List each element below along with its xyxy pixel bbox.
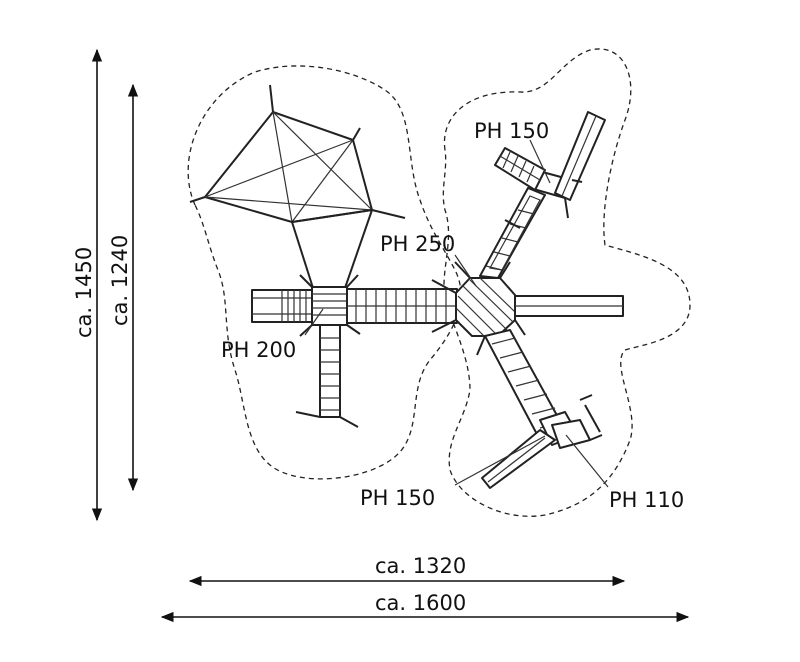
platform-ph150-bottom bbox=[481, 394, 603, 489]
safety-zone-right bbox=[442, 48, 691, 517]
label-ph150-bottom: PH 150 bbox=[360, 486, 435, 510]
platform-ph200 bbox=[251, 274, 361, 428]
safety-zone-left bbox=[187, 65, 462, 480]
label-ph250: PH 250 bbox=[380, 232, 455, 256]
dimension-outer-height: ca. 1450 bbox=[72, 247, 96, 338]
platform-ph150-top bbox=[494, 111, 606, 219]
dimension-inner-width: ca. 1320 bbox=[375, 554, 466, 578]
bridge-ph200-ph250 bbox=[346, 288, 458, 324]
label-pointers bbox=[304, 139, 609, 488]
dimension-outer-width: ca. 1600 bbox=[375, 591, 466, 615]
label-ph150-top: PH 150 bbox=[474, 119, 549, 143]
net-tower bbox=[189, 84, 406, 289]
platform-ph250 bbox=[431, 261, 526, 337]
bridge-to-ph150-top bbox=[479, 187, 546, 279]
label-ph110: PH 110 bbox=[609, 488, 684, 512]
label-ph200: PH 200 bbox=[221, 338, 296, 362]
dimension-inner-height: ca. 1240 bbox=[108, 235, 132, 326]
slide-right bbox=[514, 295, 624, 317]
